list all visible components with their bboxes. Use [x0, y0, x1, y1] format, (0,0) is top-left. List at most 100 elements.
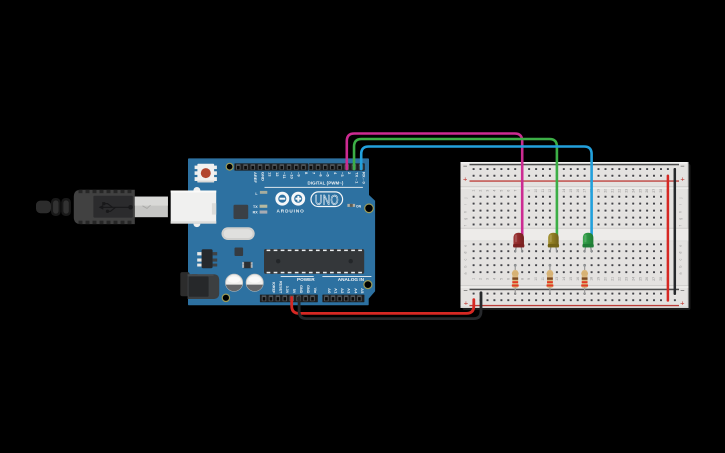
svg-text:~11: ~11 — [282, 172, 287, 179]
svg-text:j: j — [679, 197, 683, 199]
svg-text:23: 23 — [624, 277, 628, 281]
svg-text:16: 16 — [576, 189, 580, 193]
svg-text:AREF: AREF — [253, 172, 258, 183]
svg-text:17: 17 — [583, 189, 587, 193]
svg-text:16: 16 — [576, 277, 580, 281]
svg-text:3: 3 — [486, 278, 490, 280]
svg-text:21: 21 — [611, 189, 615, 193]
svg-text:14: 14 — [562, 189, 566, 193]
svg-text:d: d — [463, 252, 467, 254]
svg-text:A0: A0 — [327, 288, 332, 294]
svg-text:A5: A5 — [360, 288, 365, 294]
svg-text:−: − — [680, 286, 685, 295]
svg-text:13: 13 — [268, 172, 273, 177]
svg-text:GND: GND — [306, 285, 310, 294]
svg-text:12: 12 — [275, 172, 280, 177]
svg-text:f: f — [679, 225, 683, 226]
svg-text:8: 8 — [520, 278, 524, 280]
svg-text:27: 27 — [652, 277, 656, 281]
svg-text:~6: ~6 — [319, 172, 324, 177]
svg-text:19: 19 — [597, 277, 601, 281]
svg-text:25: 25 — [638, 189, 642, 193]
svg-text:h: h — [463, 211, 467, 213]
svg-text:10: 10 — [534, 189, 538, 193]
svg-text:4: 4 — [333, 172, 338, 175]
svg-text:g: g — [463, 218, 467, 220]
svg-text:26: 26 — [645, 277, 649, 281]
svg-text:−: − — [463, 286, 468, 295]
svg-text:15: 15 — [569, 277, 573, 281]
svg-text:GND: GND — [299, 285, 303, 294]
svg-text:9: 9 — [527, 278, 531, 280]
svg-text:14: 14 — [562, 277, 566, 281]
svg-text:21: 21 — [611, 277, 615, 281]
svg-text:POWER: POWER — [297, 277, 315, 282]
svg-text:8: 8 — [304, 172, 309, 175]
svg-text:28: 28 — [659, 277, 663, 281]
svg-text:7: 7 — [513, 190, 517, 192]
svg-text:+: + — [464, 299, 469, 308]
svg-text:RX: RX — [253, 211, 259, 215]
svg-text:TX→1: TX→1 — [354, 172, 359, 184]
svg-text:5V: 5V — [292, 289, 296, 294]
svg-text:22: 22 — [617, 189, 621, 193]
svg-text:−: − — [463, 162, 468, 171]
svg-text:L: L — [255, 192, 258, 196]
svg-text:Vin: Vin — [313, 288, 317, 294]
svg-text:IOREF: IOREF — [271, 282, 275, 294]
svg-text:+: + — [680, 175, 685, 184]
svg-text:+: + — [463, 175, 468, 184]
svg-text:2: 2 — [479, 278, 483, 280]
svg-text:~10: ~10 — [289, 172, 294, 180]
svg-text:26: 26 — [645, 189, 649, 193]
svg-text:A3: A3 — [347, 288, 352, 294]
svg-text:a: a — [463, 273, 467, 275]
svg-text:g: g — [679, 218, 683, 220]
svg-text:13: 13 — [555, 277, 559, 281]
svg-text:2: 2 — [347, 172, 352, 175]
svg-text:19: 19 — [597, 189, 601, 193]
svg-text:3: 3 — [486, 190, 490, 192]
svg-text:b: b — [679, 266, 683, 268]
svg-text:20: 20 — [604, 277, 608, 281]
svg-text:~3: ~3 — [340, 172, 345, 177]
svg-text:1: 1 — [472, 278, 476, 280]
svg-text:11: 11 — [541, 277, 545, 281]
svg-text:ANALOG IN: ANALOG IN — [338, 277, 365, 282]
svg-text:24: 24 — [631, 189, 635, 193]
svg-text:3.3V: 3.3V — [285, 286, 289, 294]
svg-text:A1: A1 — [333, 288, 338, 294]
svg-text:2: 2 — [479, 190, 483, 192]
svg-text:27: 27 — [652, 189, 656, 193]
svg-text:22: 22 — [617, 277, 621, 281]
svg-text:UNO: UNO — [315, 192, 339, 208]
svg-text:c: c — [463, 258, 467, 260]
svg-text:6: 6 — [506, 278, 510, 280]
svg-text:1: 1 — [472, 190, 476, 192]
svg-text:20: 20 — [604, 189, 608, 193]
svg-text:TX: TX — [253, 205, 258, 209]
svg-text:4: 4 — [493, 190, 497, 192]
svg-text:GND: GND — [260, 172, 265, 181]
svg-text:e: e — [463, 245, 467, 247]
svg-text:18: 18 — [590, 277, 594, 281]
svg-text:f: f — [463, 225, 467, 226]
svg-text:A4: A4 — [353, 288, 358, 294]
svg-text:c: c — [679, 258, 683, 260]
svg-text:6: 6 — [506, 190, 510, 192]
svg-text:12: 12 — [548, 189, 552, 193]
svg-text:23: 23 — [624, 189, 628, 193]
svg-text:d: d — [679, 252, 683, 254]
svg-text:DIGITAL (PWM~): DIGITAL (PWM~) — [308, 181, 344, 186]
svg-text:~9: ~9 — [297, 172, 302, 177]
svg-text:15: 15 — [569, 189, 573, 193]
svg-text:−: − — [680, 162, 685, 171]
svg-text:RX←0: RX←0 — [362, 172, 367, 185]
svg-text:a: a — [679, 273, 683, 275]
svg-text:5: 5 — [500, 278, 504, 280]
svg-text:25: 25 — [638, 277, 642, 281]
svg-text:A2: A2 — [340, 288, 345, 294]
svg-text:i: i — [463, 204, 467, 205]
svg-text:24: 24 — [631, 277, 635, 281]
svg-text:RESET: RESET — [278, 281, 282, 294]
